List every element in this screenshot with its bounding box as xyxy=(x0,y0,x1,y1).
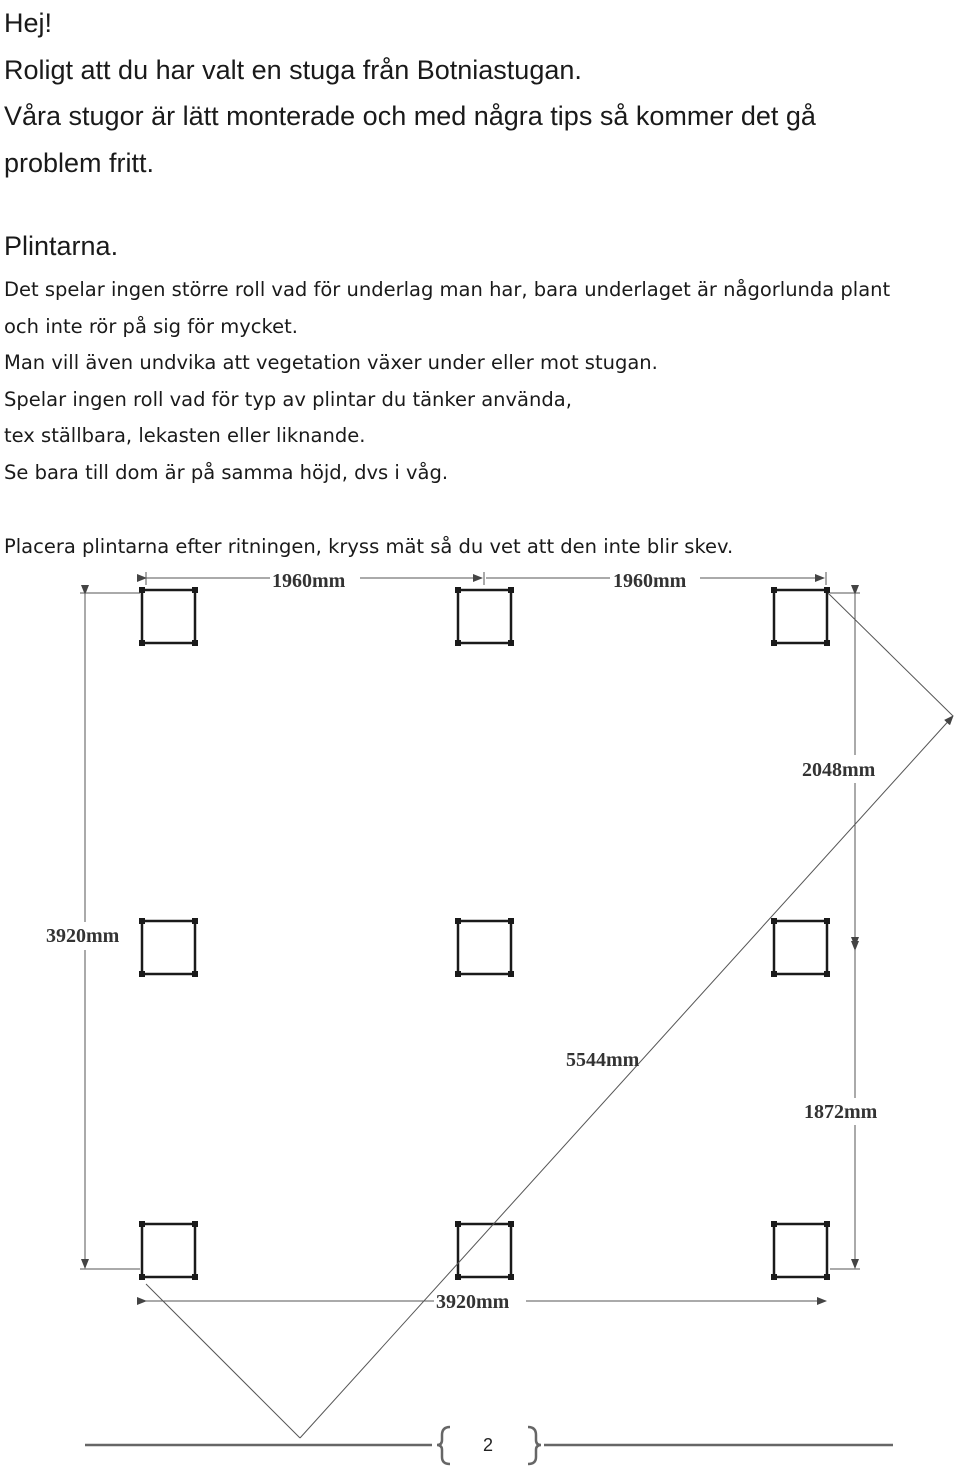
intro-line-1: Roligt att du har valt en stuga från Bot… xyxy=(4,54,582,85)
footing-corners xyxy=(139,587,830,1280)
footing-top-center xyxy=(456,588,513,645)
footing-bottom-right xyxy=(772,1222,829,1279)
body-line-2: och inte rör på sig för mycket. xyxy=(4,314,298,338)
footing-bottom-left xyxy=(140,1222,197,1279)
section-body: Det spelar ingen större roll vad för und… xyxy=(4,272,959,491)
dim-top-left: 1960mm xyxy=(272,570,346,592)
body-line-5: tex ställbara, lekasten eller liknande. xyxy=(4,424,366,447)
footing-top-right xyxy=(772,588,829,645)
intro-line-3: problem fritt. xyxy=(4,147,155,178)
dimension-lines xyxy=(80,572,954,1439)
dim-left: 3920mm xyxy=(46,925,120,947)
intro-line-2: Våra stugor är lätt monterade och med nå… xyxy=(4,101,816,131)
body-line-4: Spelar ingen roll vad för typ av plintar… xyxy=(4,387,572,411)
footings xyxy=(140,588,829,1279)
footing-middle-center xyxy=(456,919,513,976)
body-line-6: Se bara till dom är på samma höjd, dvs i… xyxy=(4,460,449,484)
footing-middle-left xyxy=(140,919,197,976)
dim-right-upper: 2048mm xyxy=(802,759,876,781)
dim-diagonal: 5544mm xyxy=(566,1049,640,1071)
body-line-3: Man vill även undvika att vegetation väx… xyxy=(4,351,658,374)
dim-bottom: 3920mm xyxy=(436,1291,510,1313)
dim-top-right: 1960mm xyxy=(613,570,687,592)
section-heading: Plintarna. xyxy=(4,231,119,261)
footing-middle-right xyxy=(772,919,829,976)
dim-right-lower: 1872mm xyxy=(804,1101,878,1123)
page-footer: 2 xyxy=(85,1425,893,1466)
body-line-1: Det spelar ingen större roll vad för und… xyxy=(4,278,891,301)
intro: Hej! Roligt att du har valt en stuga frå… xyxy=(4,0,954,186)
greeting: Hej! xyxy=(4,8,53,38)
placement-instruction: Placera plintarna efter ritningen, kryss… xyxy=(4,535,734,558)
footing-top-left xyxy=(140,588,197,645)
page-number: 2 xyxy=(483,1435,493,1455)
footing-bottom-center xyxy=(456,1222,513,1279)
